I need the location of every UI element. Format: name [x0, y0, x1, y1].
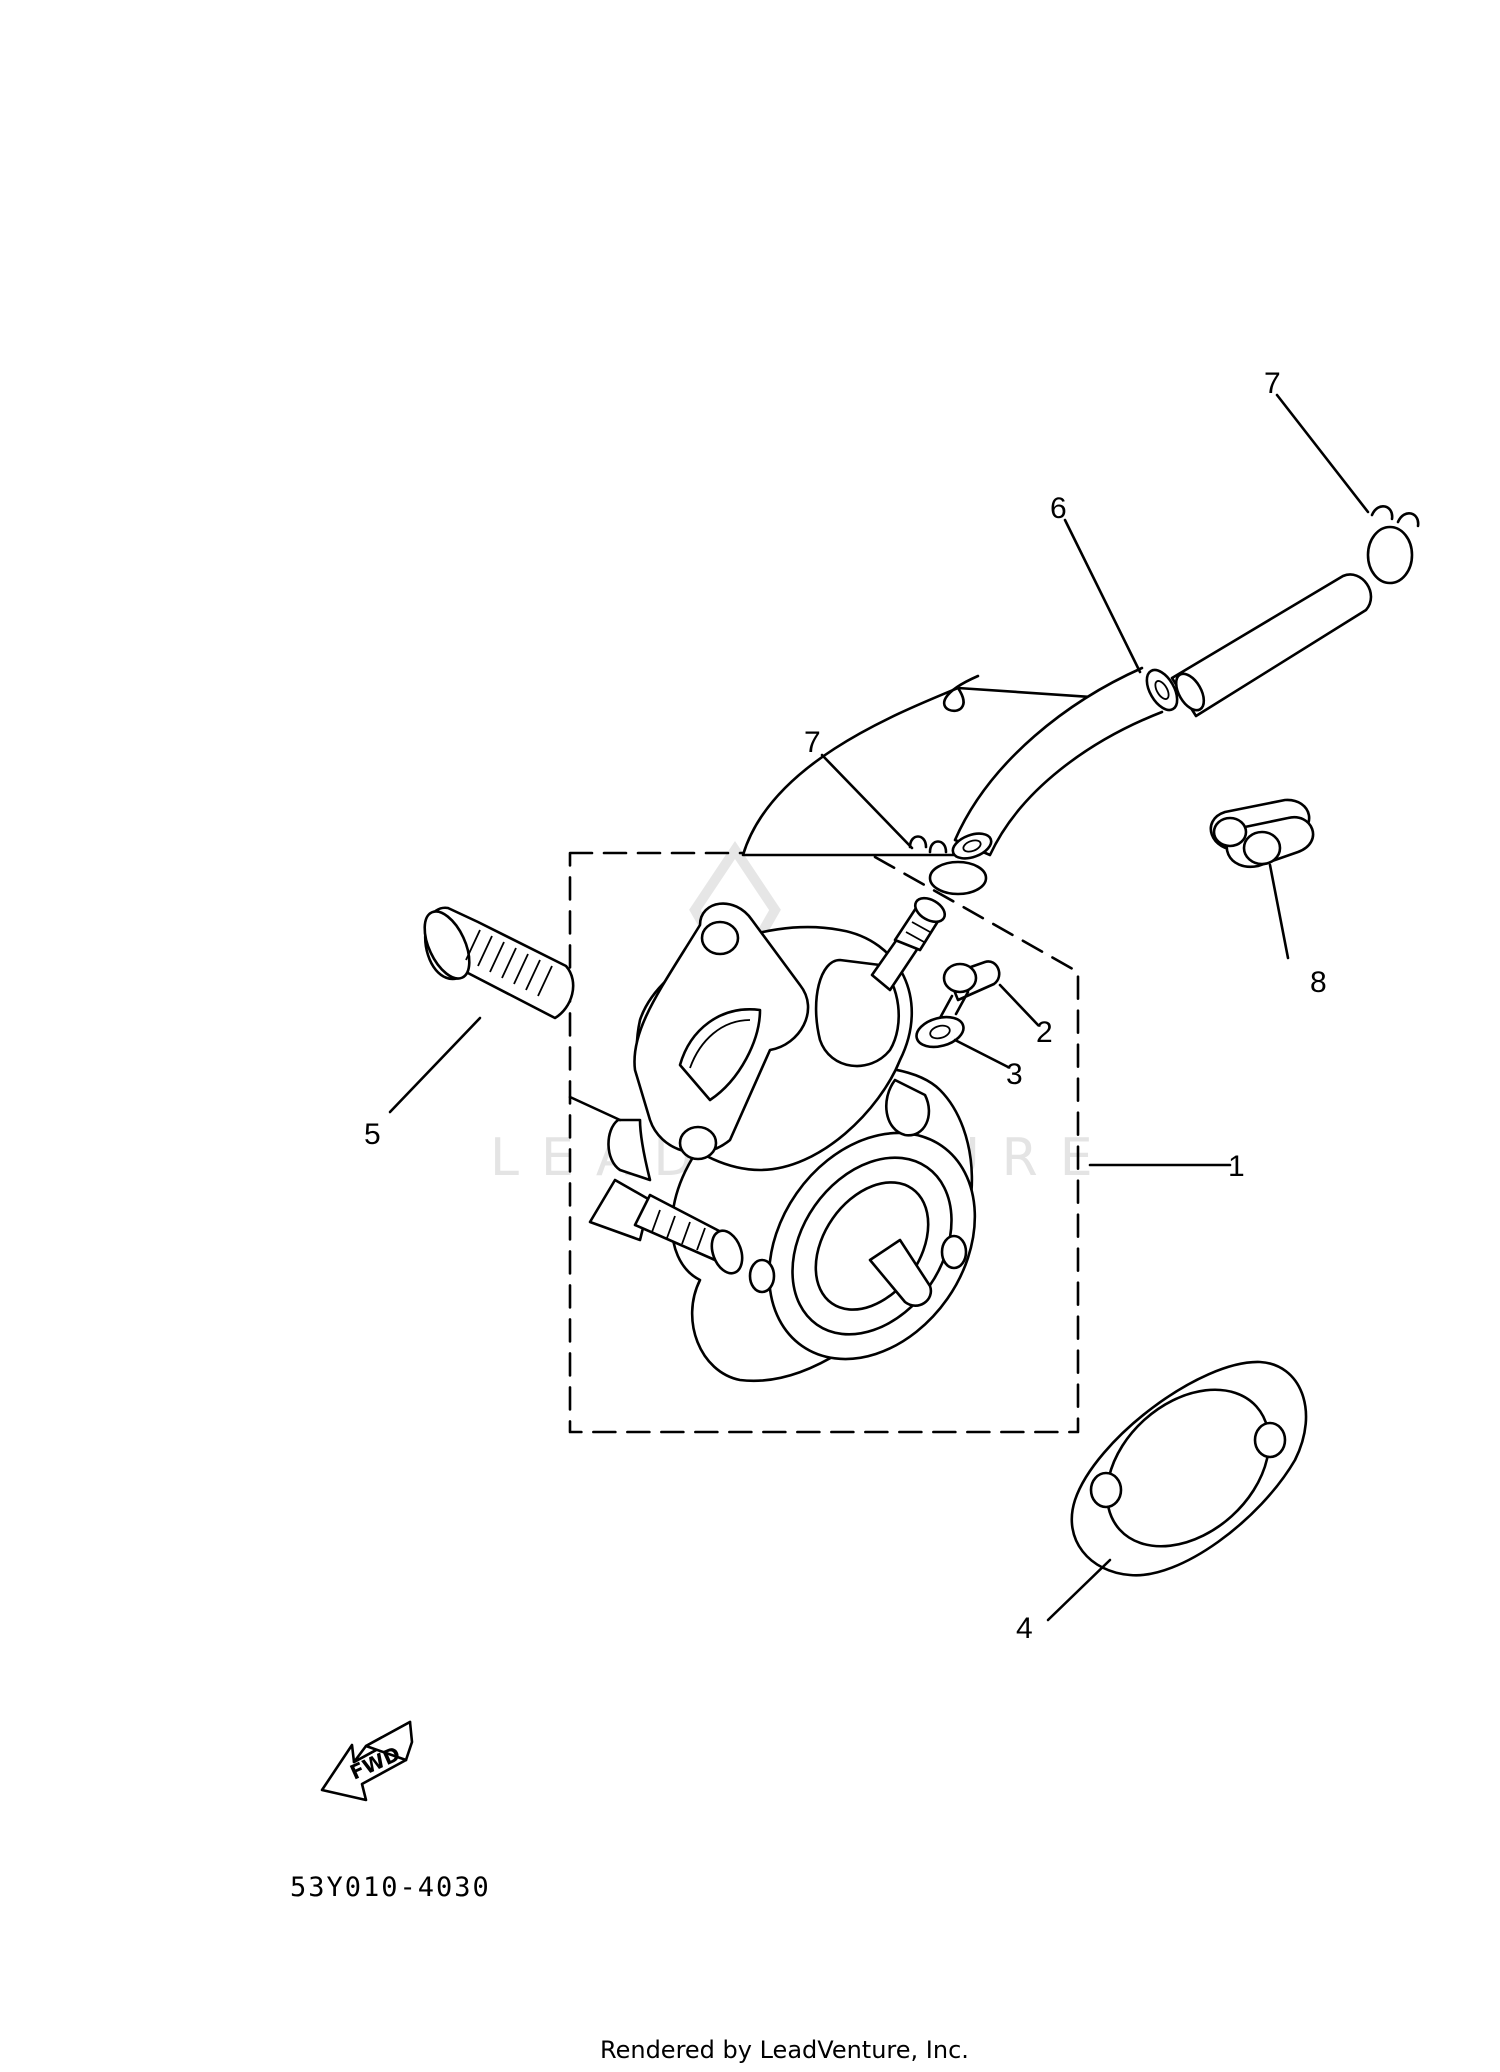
part-8-hose-clip [1209, 798, 1315, 869]
callout-3: 3 [1006, 1058, 1023, 1091]
fwd-arrow: FWD [320, 1720, 414, 1802]
part-7-clamp-lower [908, 835, 988, 896]
leader-lines [388, 393, 1370, 1622]
part-6-hose [741, 573, 1373, 860]
footer-credit: Rendered by LeadVenture, Inc. [600, 2036, 969, 2064]
part-2-screw [938, 960, 1001, 1020]
callout-5: 5 [364, 1118, 381, 1151]
callout-7-lower: 7 [804, 726, 821, 759]
part-1-fuel-pump [588, 896, 977, 1383]
part-4-gasket [1070, 1360, 1308, 1577]
part-3-washer [915, 1015, 965, 1049]
part-7-clamp-upper [1366, 505, 1420, 585]
callouts: 7 6 7 8 2 3 5 1 4 [364, 367, 1327, 1645]
callout-1: 1 [1228, 1150, 1245, 1183]
part-5-bolt [423, 906, 575, 1020]
callout-4: 4 [1016, 1612, 1033, 1645]
callout-8: 8 [1310, 966, 1327, 999]
callout-7-upper: 7 [1264, 367, 1281, 400]
callout-2: 2 [1036, 1016, 1053, 1049]
callout-6: 6 [1050, 492, 1067, 525]
diagram-code: 53Y010-4030 [290, 1872, 491, 1903]
